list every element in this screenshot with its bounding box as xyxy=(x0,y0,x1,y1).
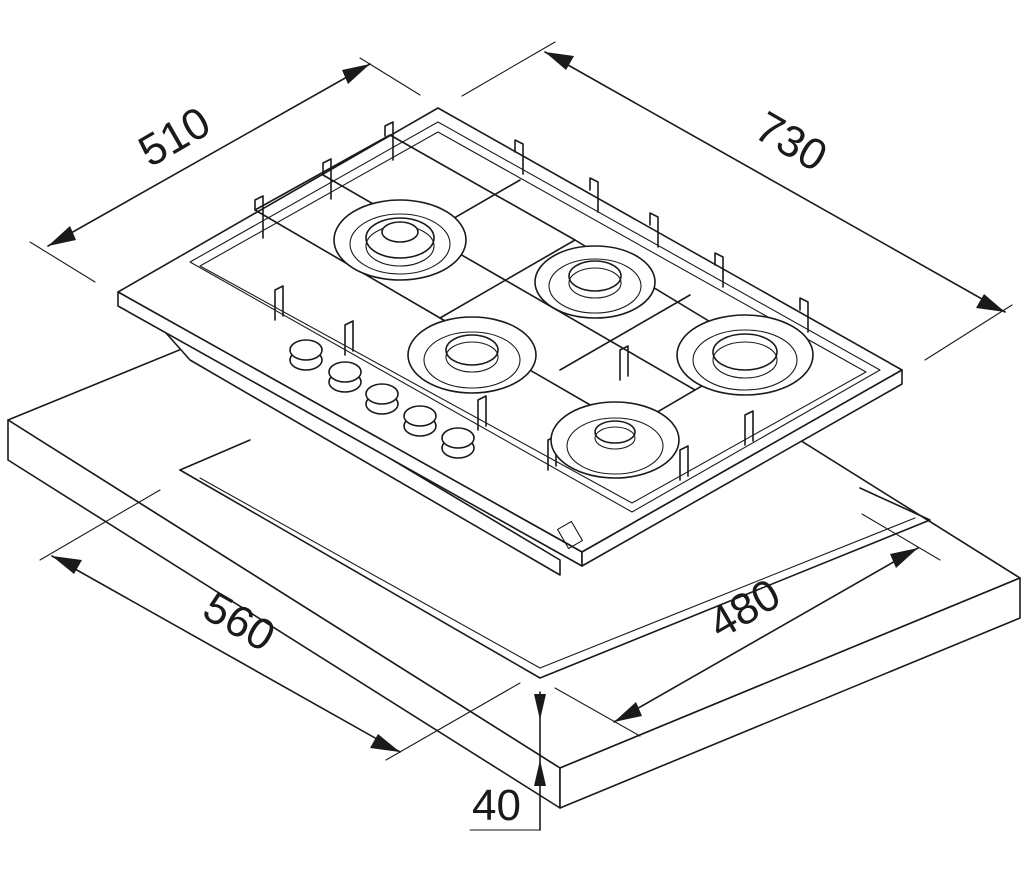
dim-label-730: 730 xyxy=(747,102,835,181)
dim-label-40: 40 xyxy=(472,781,521,830)
knob-4 xyxy=(403,405,437,437)
burner-front-right-large xyxy=(676,314,814,396)
burner-rear-left xyxy=(333,199,467,281)
knob-3 xyxy=(365,383,399,415)
burner-rear-right xyxy=(534,245,656,319)
brand-plate xyxy=(557,520,583,550)
knob-1 xyxy=(289,339,323,371)
burner-front-small xyxy=(550,401,680,479)
worktop-cutout xyxy=(179,439,931,679)
knob-5 xyxy=(441,427,475,459)
burner-front-left xyxy=(407,316,537,394)
dimension-worktop-thickness: 40 xyxy=(469,691,546,831)
control-knobs xyxy=(289,339,475,459)
knob-2 xyxy=(328,361,362,393)
dim-label-510: 510 xyxy=(131,98,219,177)
